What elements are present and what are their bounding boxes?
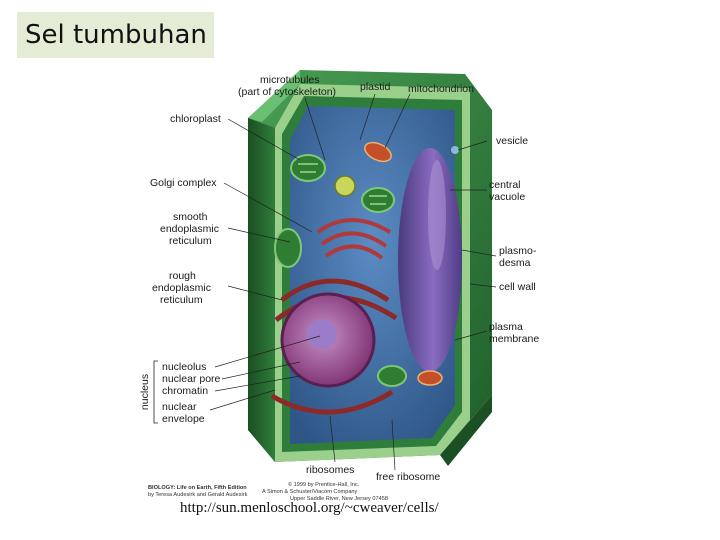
label-rough-er-1: rough	[169, 270, 196, 282]
label-leaders	[209, 93, 497, 471]
label-golgi: Golgi complex	[150, 177, 217, 189]
credit-book-authors: by Teresa Audesirk and Gerald Audesirk	[148, 492, 248, 498]
label-rough-er-2: endoplasmic	[152, 282, 211, 294]
label-plastid: plastid	[360, 81, 391, 93]
label-nuclear-pore: nuclear pore	[162, 373, 221, 385]
label-cell-wall: cell wall	[499, 281, 536, 293]
label-plasma-membrane-1: plasma	[489, 321, 523, 333]
label-plasmodesma-1: plasmo-	[499, 245, 537, 257]
label-plasma-membrane-2: membrane	[489, 333, 539, 345]
credit-copyright-2: A Simon & Schuster/Viacom Company	[262, 489, 358, 495]
label-microtubules: microtubules	[260, 74, 320, 86]
credit-book-title: BIOLOGY: Life on Earth, Fifth Edition	[148, 485, 247, 491]
nucleolus	[307, 319, 337, 349]
mitochondria	[364, 141, 443, 386]
plastid	[334, 175, 356, 197]
label-smooth-er-3: reticulum	[169, 235, 212, 247]
central-vacuole	[398, 148, 462, 372]
label-ribosomes: ribosomes	[306, 464, 354, 476]
label-central-vacuole-1: central	[489, 179, 521, 191]
label-nuclear-envelope-1: nuclear	[162, 401, 197, 413]
source-url: http://sun.menloschool.org/~cweaver/cell…	[180, 500, 439, 516]
label-nuclear-envelope-2: envelope	[162, 413, 205, 425]
label-central-vacuole-2: vacuole	[489, 191, 525, 203]
golgi-complex	[316, 218, 392, 260]
label-plasmodesma-2: desma	[499, 257, 531, 269]
label-vesicle: vesicle	[496, 135, 528, 147]
chloroplasts	[274, 154, 407, 387]
credit-copyright-1: © 1999 by Prentice-Hall, Inc.	[288, 481, 360, 488]
credit-copyright-3: Upper Saddle River, New Jersey 07458	[290, 496, 388, 502]
label-free-ribosome: free ribosome	[376, 471, 440, 483]
label-chromatin: chromatin	[162, 385, 208, 397]
label-smooth-er-1: smooth	[173, 211, 208, 223]
slide-title: Sel tumbuhan	[17, 12, 214, 58]
label-mitochondrion: mitochondrion	[408, 83, 474, 95]
label-microtubules-sub: (part of cytoskeleton)	[238, 86, 336, 98]
label-chloroplast: chloroplast	[170, 113, 221, 125]
label-rough-er-3: reticulum	[160, 294, 203, 306]
vesicle	[451, 146, 459, 154]
label-nucleus: nucleus	[139, 374, 151, 410]
label-nucleolus: nucleolus	[162, 361, 206, 373]
label-smooth-er-2: endoplasmic	[160, 223, 219, 235]
nucleus-bracket	[153, 360, 158, 424]
